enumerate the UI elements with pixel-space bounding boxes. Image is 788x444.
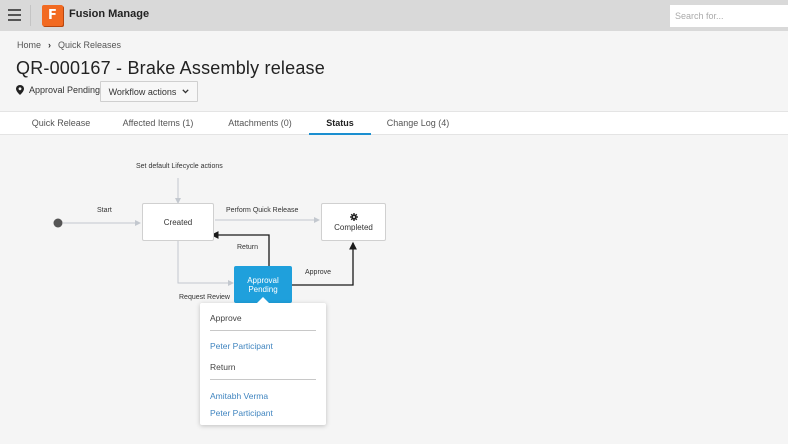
tab-change-log[interactable]: Change Log (4) [386,118,450,128]
workflow-actions-button[interactable]: Workflow actions [100,81,198,102]
label-set-default-lifecycle: Set default Lifecycle actions [136,163,223,170]
state-completed-label: Completed [334,222,373,232]
workflow-connectors [53,178,357,286]
label-approve: Approve [305,269,332,276]
app-title: Fusion Manage [69,8,150,20]
divider [210,379,316,380]
label-return: Return [237,244,259,251]
gear-icon [349,212,358,221]
tab-attachments[interactable]: Attachments (0) [228,118,292,128]
top-bar: F Fusion Manage [0,0,788,31]
hamburger-menu-icon[interactable] [8,9,21,21]
state-approval-label-2: Pending [248,284,278,294]
page-title: QR-000167 - Brake Assembly release [16,58,325,78]
state-created-label: Created [163,217,193,227]
approver-peter-participant[interactable]: Peter Participant [210,341,273,351]
search-input[interactable] [670,5,788,27]
chevron-right-icon: › [48,40,52,50]
returner-amitabh-verma[interactable]: Amitabh Verma [210,391,269,401]
app-logo: F [42,5,63,26]
tab-status[interactable]: Status [309,112,371,135]
tab-bar: Quick Release Affected Items (1) Attachm… [0,111,788,135]
breadcrumb-home[interactable]: Home [17,40,42,50]
chevron-down-icon [182,89,190,94]
label-request-review: Request Review [179,294,230,301]
start-node [53,218,63,228]
workflow-diagram: Set default Lifecycle actions Start Perf… [0,136,788,444]
breadcrumb-quick-releases[interactable]: Quick Releases [58,40,122,50]
popup-return-header: Return [210,362,236,372]
popup-pointer [257,297,269,303]
state-completed[interactable]: Completed [321,203,386,241]
label-start: Start [97,207,112,214]
tab-affected-items[interactable]: Affected Items (1) [122,118,194,128]
breadcrumb: Home › Quick Releases [17,40,121,50]
location-pin-icon [16,85,24,95]
state-approval-label-1: Approval [247,275,279,285]
state-created[interactable]: Created [142,203,214,241]
label-perform-quick-release: Perform Quick Release [226,207,299,214]
workflow-actions-label: Workflow actions [108,86,177,97]
divider [30,5,31,26]
status-label: Approval Pending [29,85,101,95]
transition-popup: Approve Peter Participant Return Amitabh… [200,297,326,425]
divider [210,330,316,331]
status-indicator: Approval Pending [16,85,100,95]
tab-quick-release[interactable]: Quick Release [31,118,91,128]
returner-peter-participant[interactable]: Peter Participant [210,408,273,418]
popup-approve-header: Approve [210,313,242,323]
